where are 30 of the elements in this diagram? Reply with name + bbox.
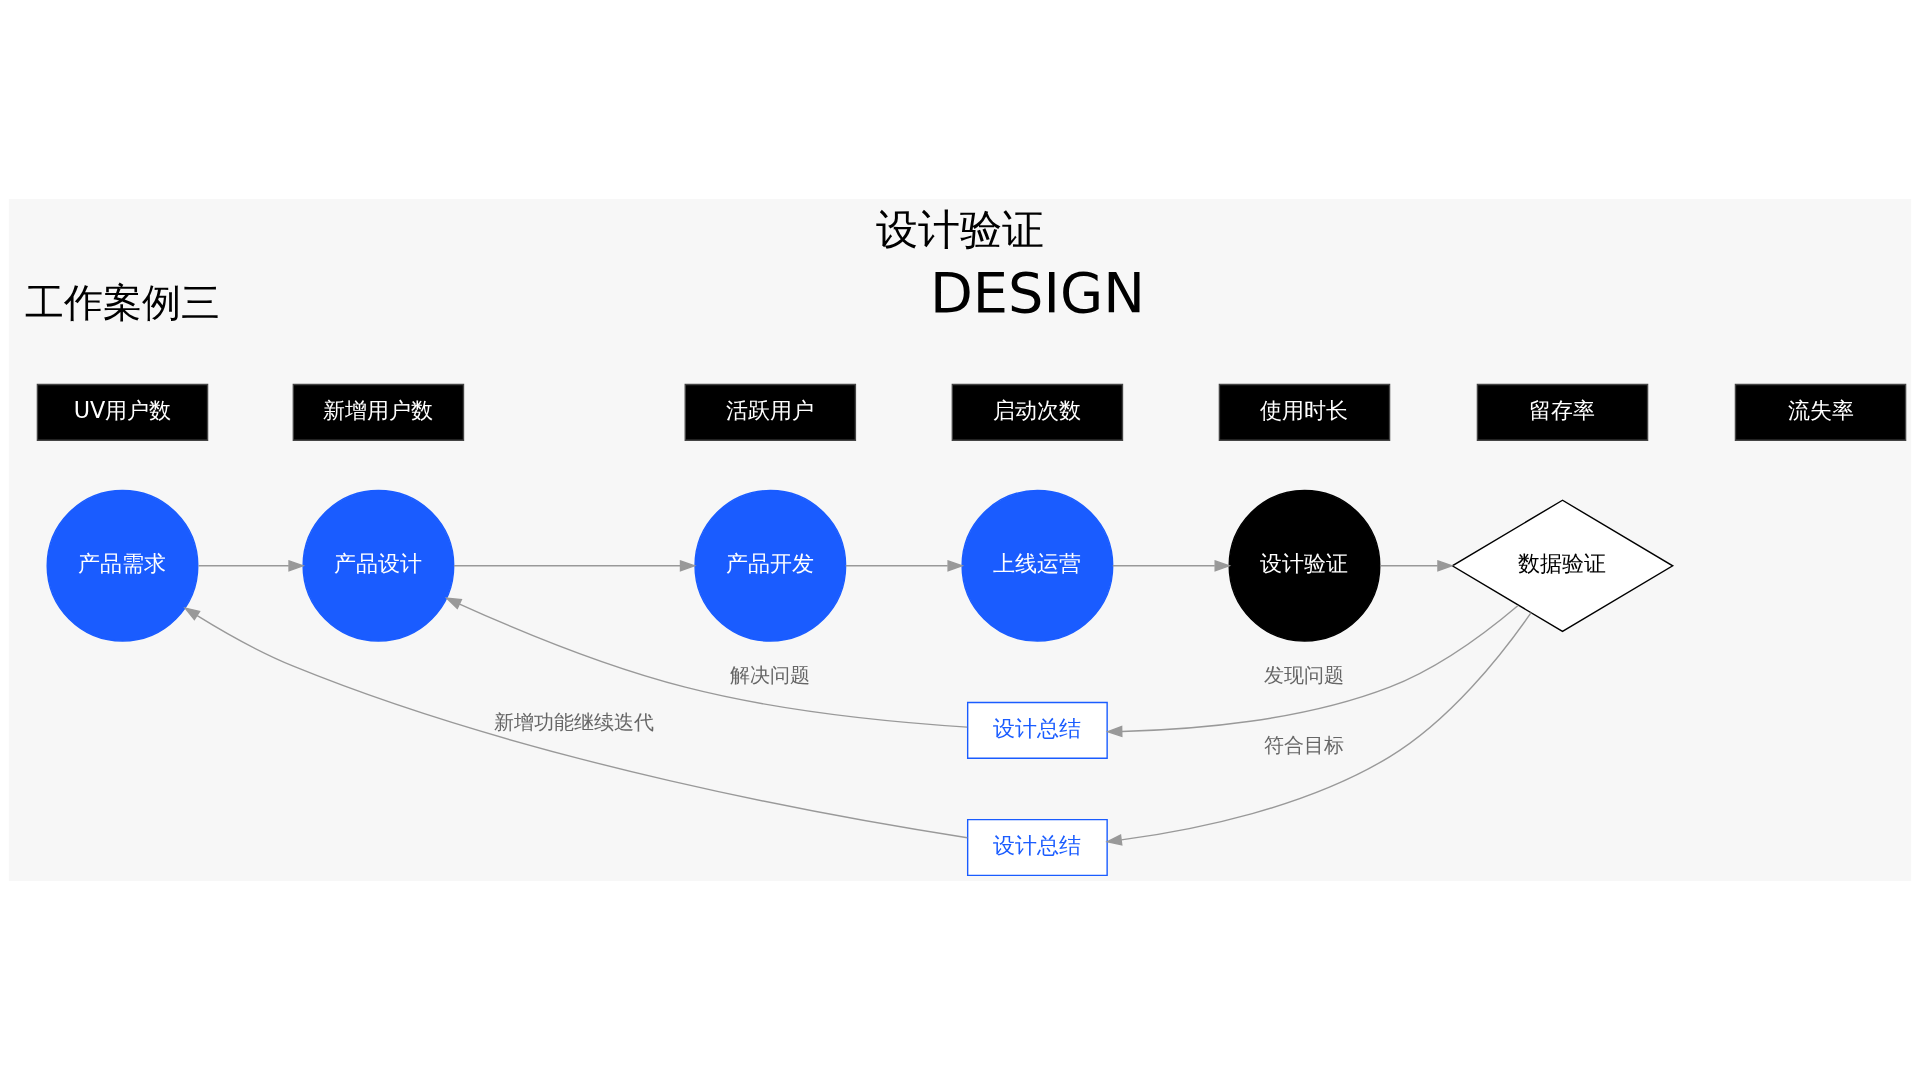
node-box: 使用时长 <box>1218 383 1391 441</box>
label: DESIGN <box>929 259 1145 325</box>
node-circle: 产品开发 <box>694 489 847 642</box>
arrow <box>453 559 697 572</box>
node-box: 留存率 <box>1476 383 1649 441</box>
node-circle: 产品设计 <box>302 489 455 642</box>
arrow <box>845 559 965 572</box>
arrow <box>1379 559 1454 572</box>
edge-label: 发现问题 <box>1264 663 1345 687</box>
diagram-title: 设计验证 <box>876 204 1044 254</box>
arrow <box>197 559 306 572</box>
arrow <box>1105 604 1519 738</box>
arrow <box>1112 559 1232 572</box>
edge-label: 新增功能继续迭代 <box>494 711 655 735</box>
arrow <box>444 597 968 728</box>
arrow <box>1105 612 1532 846</box>
node-box: 活跃用户 <box>684 383 857 441</box>
edge-label: 解决问题 <box>730 663 811 687</box>
node-box: 流失率 <box>1734 383 1907 441</box>
edge-label: 符合目标 <box>1264 733 1345 757</box>
node-box: 设计总结 <box>966 701 1108 759</box>
node-box: UV用户数 <box>36 383 209 441</box>
node-box: 启动次数 <box>951 383 1124 441</box>
node-box: 设计总结 <box>966 818 1108 877</box>
node-diamond: 数据验证 <box>1450 499 1675 633</box>
node-circle: 设计验证 <box>1228 489 1381 642</box>
label: 工作案例三 <box>24 280 220 326</box>
node-circle: 上线运营 <box>961 489 1114 642</box>
arrow <box>183 606 969 839</box>
node-box: 新增用户数 <box>292 383 465 441</box>
